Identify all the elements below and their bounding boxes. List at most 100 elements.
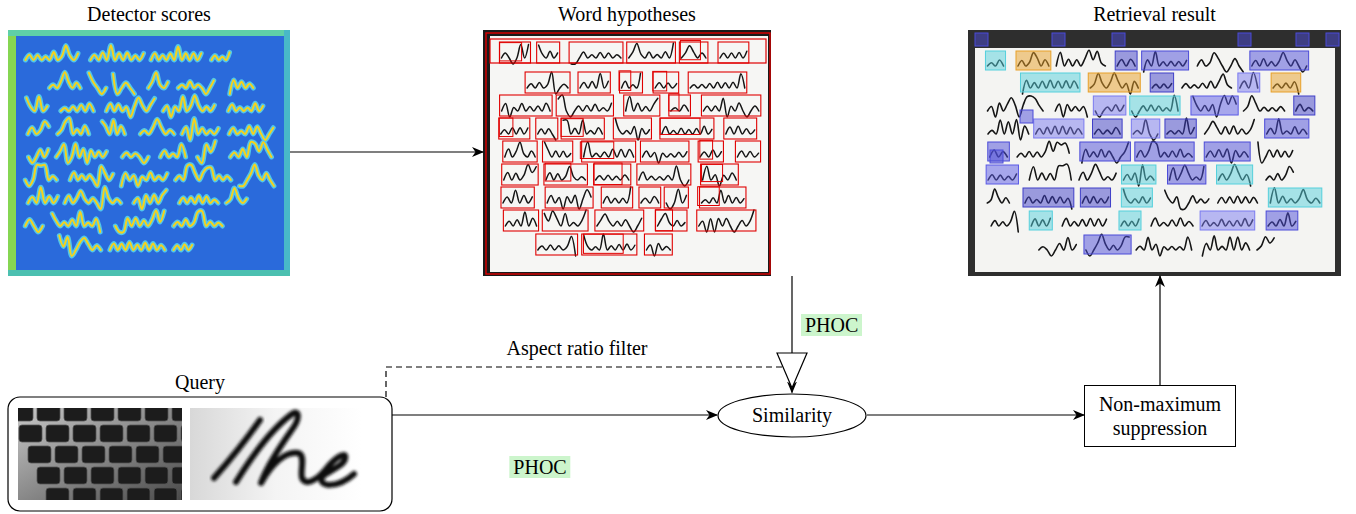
hypothesis-box: [701, 95, 760, 116]
handwriting-ink: [1197, 53, 1243, 72]
handwriting-ink: [703, 166, 737, 186]
scan-page: [490, 36, 768, 272]
retrieval-box: [1168, 165, 1206, 184]
retrieval-box: [1020, 110, 1033, 123]
hypothesis-box: [544, 164, 587, 185]
keyboard-key: [172, 467, 182, 484]
handwriting-ink: [1205, 120, 1255, 134]
heat-ink: [59, 236, 100, 256]
heat-ink: [89, 73, 106, 94]
handwriting-ink: [538, 236, 576, 256]
heat-halo: [178, 80, 214, 94]
retrieval-box: [1294, 96, 1315, 115]
keyboard-key: [64, 467, 87, 484]
handwriting-ink: [737, 151, 758, 157]
keyboard-key: [91, 408, 114, 421]
keyboard-key: [118, 467, 141, 484]
keyboard-key: [100, 488, 123, 500]
hypothesis-box: [545, 187, 593, 208]
handwriting-ink: [681, 46, 706, 58]
hypothesis-box: [500, 43, 522, 61]
hypothesis-box: [698, 187, 720, 206]
heat-ink: [110, 242, 165, 250]
retrieval-box: [1020, 73, 1080, 92]
handwriting-ink: [671, 105, 689, 111]
retrieval-box: [1080, 142, 1131, 161]
heat-halo: [70, 166, 113, 186]
handwriting-ink: [641, 197, 659, 203]
retrieval-box: [1217, 165, 1253, 184]
handwriting-ink: [1039, 238, 1076, 256]
heat-halo: [179, 196, 218, 203]
handwriting-ink: [505, 142, 535, 157]
hypothesis-box: [580, 142, 613, 159]
hypothesis-box: [601, 187, 632, 208]
keyboard-key: [118, 408, 141, 421]
hypothesis-box: [594, 163, 622, 185]
handwriting-ink: [702, 190, 744, 203]
handwriting-ink: [527, 72, 568, 94]
handwriting-ink: [988, 96, 1044, 117]
handwriting-ink: [720, 51, 747, 58]
retrieval-box: [1326, 33, 1339, 46]
heat-ink: [240, 164, 274, 186]
keyboard-key: [172, 408, 182, 421]
heat-halo: [230, 80, 254, 94]
heat-ink: [65, 187, 121, 209]
heat-halo: [25, 165, 56, 186]
heat-ink: [151, 46, 201, 60]
hypothesis-box: [499, 118, 530, 139]
heat-halo: [28, 122, 49, 135]
heat-halo: [163, 96, 214, 117]
flow-arrow: [1159, 276, 1160, 385]
heat-halo: [134, 190, 166, 209]
handwriting-ink: [615, 119, 649, 140]
hypothesis-box: [655, 210, 672, 231]
handwriting-ink: [504, 165, 536, 180]
heat-ink: [230, 142, 271, 157]
handwriting-ink: [690, 74, 745, 88]
handwriting-ink: [501, 128, 528, 134]
heat-halo: [65, 187, 121, 209]
handwriting-ink: [726, 126, 755, 134]
heat-ink: [61, 104, 94, 111]
keyboard-key: [19, 425, 42, 442]
keyboard-key: [154, 488, 177, 500]
handwriting-ink: [1165, 190, 1209, 209]
hypothesis-box: [656, 210, 687, 231]
hypothesis-box: [583, 234, 623, 253]
hypothesis-box: [499, 42, 530, 63]
heat-ink: [134, 190, 166, 209]
process-ellipse: Similarity: [717, 393, 867, 438]
hypothesis-box: [561, 118, 604, 139]
panel-heading: Word hypotheses: [483, 2, 771, 26]
retrieval-box: [1088, 73, 1140, 92]
keyboard-ground: [18, 408, 182, 500]
dashed-filter-line: [386, 367, 783, 397]
handwriting-ink: [666, 189, 686, 209]
keyboard-key: [145, 408, 168, 421]
keyboard-key: [82, 446, 105, 463]
handwriting-ink: [1079, 164, 1116, 180]
ellipse-shape: [718, 394, 866, 437]
retrieval-box: [1016, 51, 1051, 70]
retrieval-box: [975, 33, 988, 46]
handwriting-ink: [580, 73, 608, 88]
heat-halo: [226, 188, 246, 203]
retrieval-box: [1093, 119, 1123, 138]
retrieval-box: [1191, 96, 1238, 115]
heat-ink: [26, 97, 47, 111]
flow-arrow: [290, 151, 483, 152]
handwriting-ink: [1029, 164, 1071, 180]
heat-ink: [70, 166, 113, 186]
heat-ink: [176, 165, 231, 180]
hypothesis-box: [500, 95, 553, 116]
heat-halo: [52, 212, 100, 232]
handwriting-ink: [642, 151, 686, 163]
handwriting-ink: [991, 211, 1018, 232]
handwritten-query-image: [190, 408, 362, 500]
hypothesis-box: [542, 210, 588, 231]
handwriting-ink: [658, 213, 685, 226]
handwriting-ink: [646, 243, 670, 256]
